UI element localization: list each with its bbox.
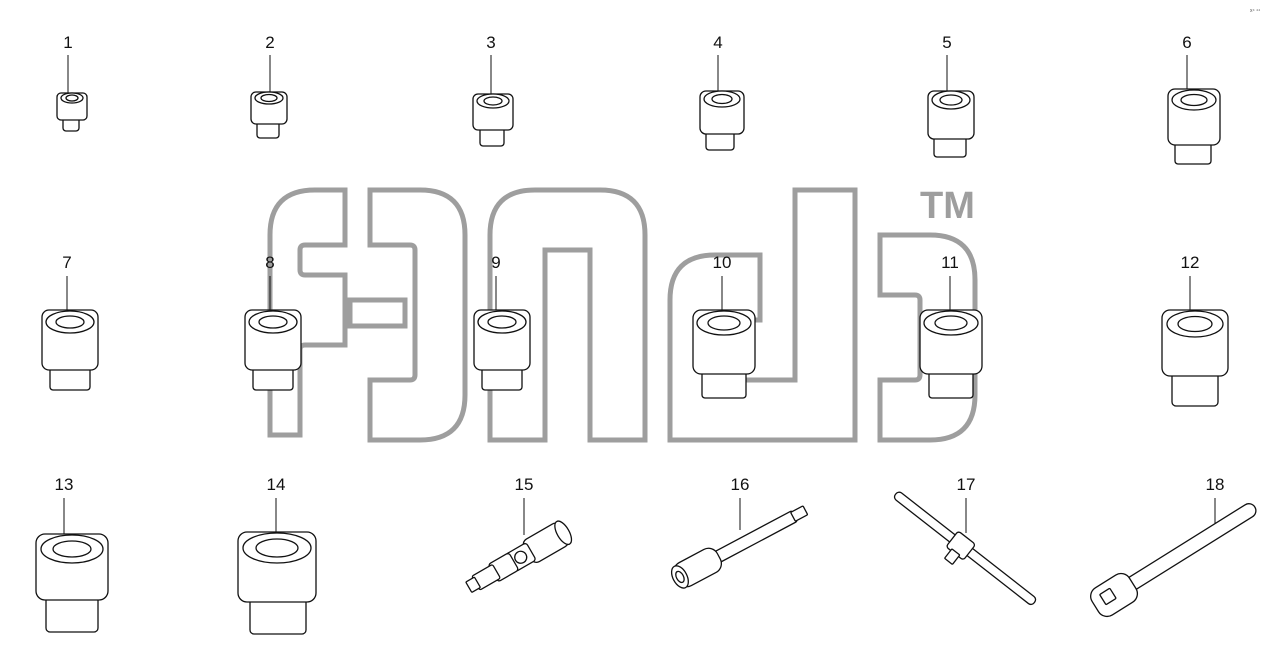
watermark-letter-1	[267, 187, 348, 438]
part-label: 12	[1181, 253, 1200, 272]
watermark-letter-2	[367, 187, 468, 443]
watermark-letter-5	[877, 232, 978, 443]
part-label: 16	[731, 475, 750, 494]
watermark-bar	[347, 297, 408, 329]
part-label: 4	[713, 33, 722, 52]
part-9[interactable]: 9	[473, 253, 531, 391]
universal-joint-icon	[465, 520, 573, 593]
socket-icon	[1167, 88, 1221, 165]
part-label: 7	[62, 253, 71, 272]
part-12[interactable]: 12	[1161, 253, 1229, 407]
corner-mark: x⁴ ⁴⁴	[1250, 8, 1260, 14]
part-13[interactable]: 13	[35, 475, 109, 633]
socket-icon	[237, 531, 317, 635]
part-label: 5	[942, 33, 951, 52]
socket-icon	[919, 309, 983, 399]
part-4[interactable]: 4	[699, 33, 745, 151]
part-18[interactable]: 18	[1087, 475, 1263, 620]
part-14[interactable]: 14	[237, 475, 317, 635]
part-8[interactable]: 8	[244, 253, 302, 391]
watermark-logo: TM	[267, 185, 978, 443]
part-1[interactable]: 1	[56, 33, 88, 132]
socket-icon	[473, 309, 531, 391]
part-label: 14	[267, 475, 286, 494]
part-label: 1	[63, 33, 72, 52]
socket-icon	[692, 309, 756, 399]
socket-icon	[35, 533, 109, 633]
part-label: 3	[486, 33, 495, 52]
part-5[interactable]: 5	[927, 33, 975, 158]
watermark-letter-3	[487, 187, 648, 443]
part-7[interactable]: 7	[41, 253, 99, 391]
part-3[interactable]: 3	[472, 33, 514, 147]
part-6[interactable]: 6	[1167, 33, 1221, 165]
part-label: 10	[713, 253, 732, 272]
part-label: 13	[55, 475, 74, 494]
part-label: 18	[1206, 475, 1225, 494]
socket-icon	[244, 309, 302, 391]
ratchet-icon	[1090, 503, 1257, 618]
socket-icon	[472, 93, 514, 147]
part-10[interactable]: 10	[692, 253, 756, 399]
part-label: 15	[515, 475, 534, 494]
socket-icon	[1161, 309, 1229, 407]
part-2[interactable]: 2	[250, 33, 288, 139]
socket-icon	[927, 90, 975, 158]
extension-bar-icon	[670, 505, 808, 589]
t-handle-icon	[893, 491, 1037, 606]
part-17[interactable]: 17	[883, 475, 1040, 619]
part-11[interactable]: 11	[919, 253, 983, 399]
part-label: 8	[265, 253, 274, 272]
part-16[interactable]: 16	[668, 475, 812, 592]
socket-icon	[699, 90, 745, 151]
part-label: 2	[265, 33, 274, 52]
part-label: 6	[1182, 33, 1191, 52]
part-label: 9	[491, 253, 500, 272]
part-label: 11	[941, 253, 959, 272]
parts-layer: 1 2 3	[35, 33, 1263, 635]
socket-icon	[56, 92, 88, 132]
part-label: 17	[957, 475, 976, 494]
socket-icon	[250, 91, 288, 139]
socket-icon	[41, 309, 99, 391]
part-15[interactable]: 15	[462, 475, 575, 599]
watermark-tm: TM	[920, 185, 975, 227]
